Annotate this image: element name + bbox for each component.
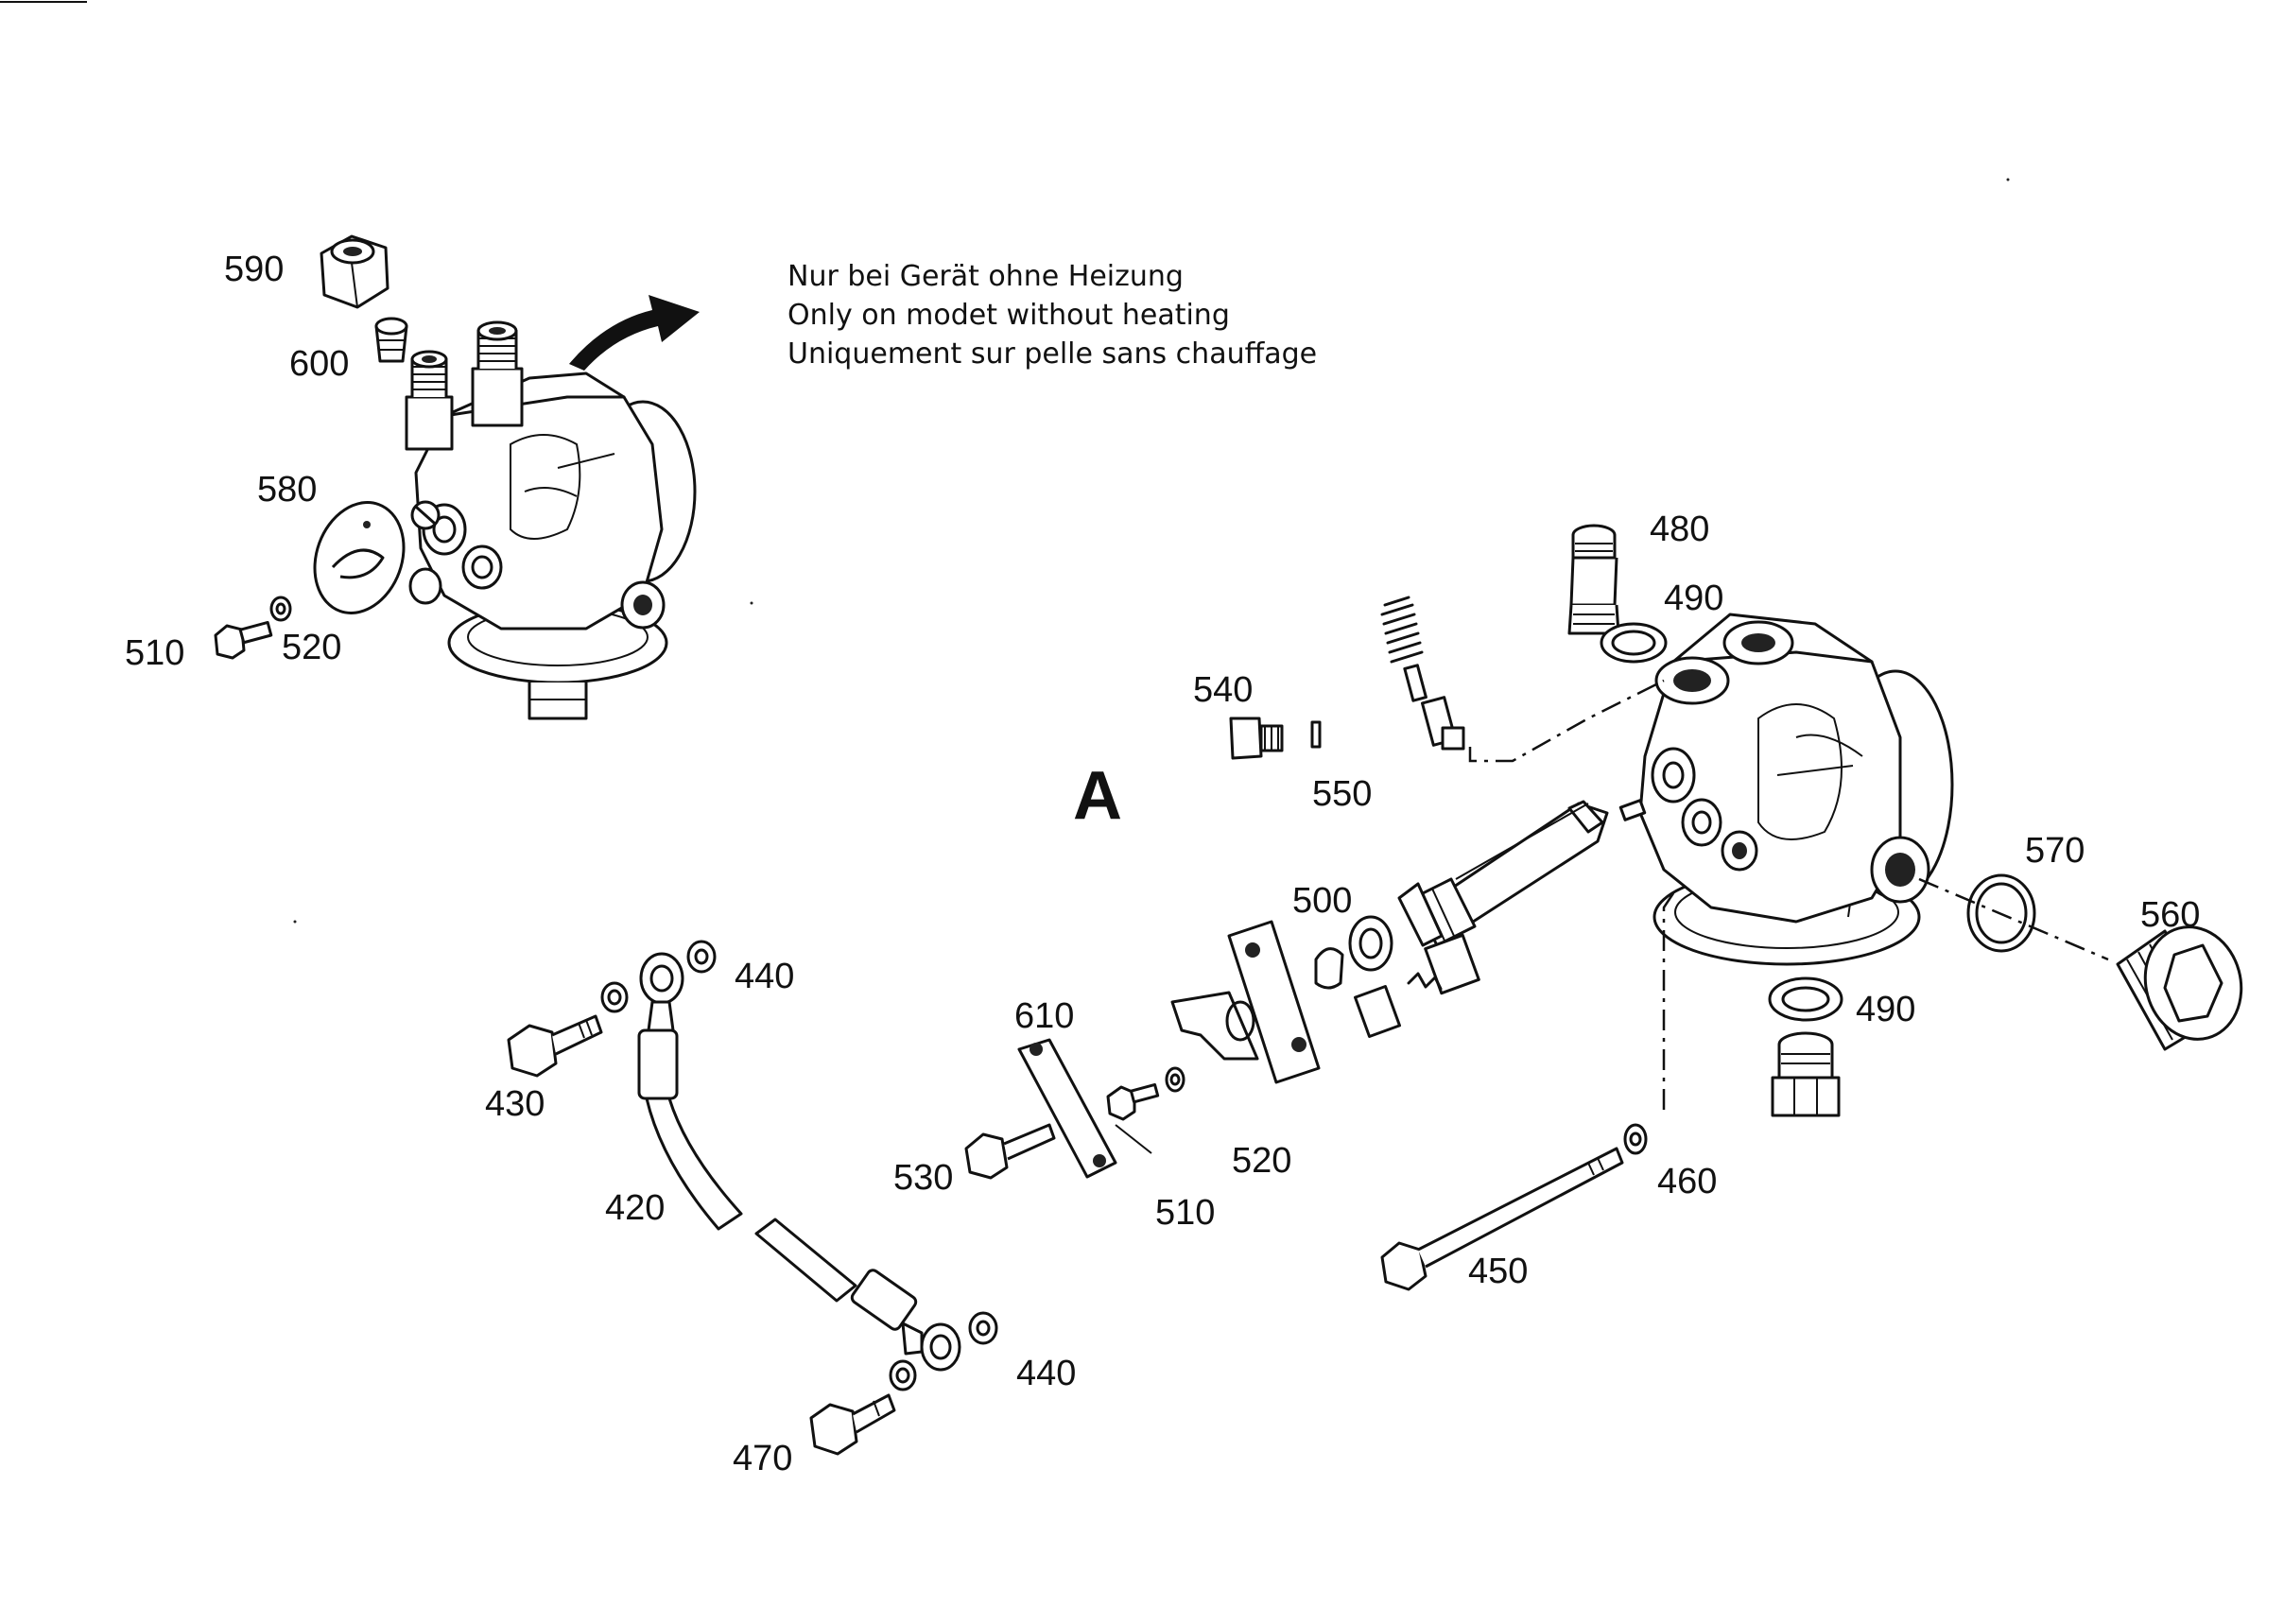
pump-housing-upper	[405, 320, 697, 720]
part-450-long-bolt	[1380, 1147, 1624, 1291]
label-530: 530	[893, 1158, 953, 1198]
label-440-bottom: 440	[1016, 1354, 1076, 1393]
label-480: 480	[1650, 510, 1709, 549]
spring-valve	[1380, 596, 1465, 751]
label-470: 470	[733, 1439, 792, 1478]
label-520-bottom: 520	[1232, 1141, 1291, 1181]
part-550-pin	[1310, 720, 1322, 749]
label-450: 450	[1468, 1252, 1528, 1291]
label-600: 600	[289, 344, 349, 384]
label-460: 460	[1657, 1162, 1717, 1201]
section-label: A	[1073, 758, 1122, 834]
part-470-banjo-bolt	[809, 1393, 896, 1456]
part-420-hose	[637, 952, 961, 1372]
clip-part	[1314, 947, 1344, 990]
label-540: 540	[1193, 670, 1253, 710]
valve-piston	[1397, 799, 1647, 947]
part-440-washer-top	[686, 940, 717, 974]
fitting-bottom	[1771, 1031, 1841, 1117]
note-line-fr: Uniquement sur pelle sans chauffage	[787, 337, 1317, 371]
part-510-520-screw-washer-bottom	[1106, 1066, 1185, 1121]
part-600-nipple	[374, 317, 408, 363]
pump-housing-main	[1638, 613, 1954, 966]
part-490-washer-bottom	[1768, 976, 1843, 1022]
label-490-top: 490	[1664, 579, 1723, 618]
label-570: 570	[2025, 831, 2085, 871]
part-580-cover-plate	[313, 501, 406, 614]
part-440-washer-bottom	[968, 1311, 998, 1345]
leader-plug-axis	[1918, 877, 2109, 961]
leader-510	[1115, 1124, 1152, 1154]
label-580: 580	[257, 470, 317, 510]
label-510-bottom: 510	[1155, 1193, 1215, 1233]
label-510-top: 510	[125, 633, 184, 673]
washer-470-side	[889, 1359, 917, 1391]
curved-arrow	[569, 295, 700, 371]
label-490-bottom: 490	[1856, 990, 1915, 1029]
part-610-bracket	[1017, 1038, 1117, 1179]
label-440-top: 440	[735, 957, 794, 996]
label-590: 590	[224, 250, 284, 289]
part-490-washer-top	[1600, 622, 1668, 664]
part-530-bolt	[964, 1123, 1056, 1180]
label-610: 610	[1014, 996, 1074, 1036]
part-510-520-screw-washer-top	[214, 596, 292, 660]
spring-bushing	[1354, 933, 1480, 1038]
leader-valve	[1468, 679, 1665, 763]
label-550: 550	[1312, 774, 1372, 814]
leader-bolt-axis	[1662, 892, 1675, 1115]
part-430-banjo-bolt	[507, 1014, 603, 1078]
label-420: 420	[605, 1188, 665, 1228]
part-500-seal-ring	[1348, 915, 1393, 972]
label-500: 500	[1292, 881, 1352, 921]
mounting-plate	[1170, 920, 1321, 1084]
part-480-fitting	[1567, 524, 1620, 635]
washer-430-side	[600, 981, 629, 1013]
label-430: 430	[485, 1084, 545, 1124]
part-560-screw-plug	[2116, 925, 2243, 1051]
label-520-top: 520	[282, 628, 341, 667]
label-560: 560	[2140, 895, 2200, 935]
note-line-en: Only on modet without heating	[787, 299, 1230, 332]
part-590-cap-nut	[320, 234, 389, 309]
note-line-de: Nur bei Gerät ohne Heizung	[787, 260, 1184, 293]
part-540-plug	[1229, 717, 1284, 760]
part-460-washer	[1623, 1123, 1648, 1155]
